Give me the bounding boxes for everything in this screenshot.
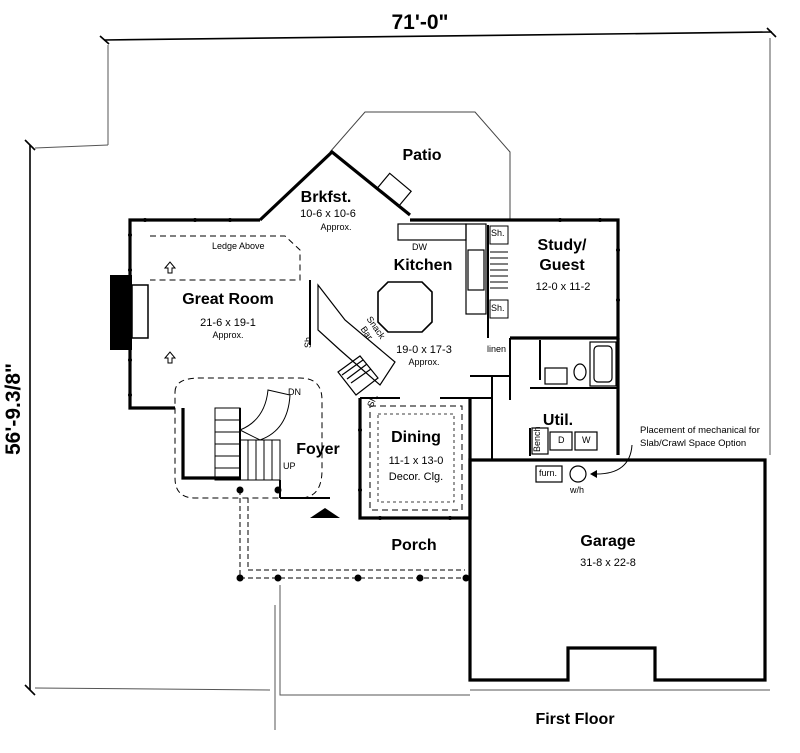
ledge-dashed-lines (150, 235, 301, 281)
great-room-label: Great Room (182, 291, 274, 308)
kitchen-label: Kitchen (393, 257, 453, 274)
dryer-label: D (558, 435, 565, 445)
mechanical-note-line2: Slab/Crawl Space Option (640, 438, 747, 449)
bathroom-fixtures (544, 341, 617, 387)
great-room-size: 21-6 x 19-1 (200, 317, 256, 329)
depth-dimension-line (24, 139, 36, 696)
garage-label: Garage (580, 533, 636, 550)
study-label-line1: Study/ (537, 237, 587, 254)
floor-label: First Floor (535, 711, 615, 728)
furnace-label: furn. (539, 468, 558, 478)
stair-up-label: UP (283, 461, 296, 471)
shelf-label-3: Sh. (303, 334, 313, 348)
porch-outline (239, 490, 470, 579)
kitchen-approx: Approx. (408, 357, 440, 367)
washer-label: W (582, 435, 591, 445)
dining-ceiling: Decor. Clg. (388, 471, 444, 483)
stair-down-label: DN (288, 387, 301, 397)
bench-label: Bench (532, 426, 542, 452)
util-label: Util. (542, 412, 574, 429)
main-stair (214, 389, 291, 481)
brkfst-size: 10-6 x 10-6 (300, 208, 356, 220)
great-room-approx: Approx. (212, 330, 244, 340)
shelf-label-2: Sh. (491, 303, 505, 313)
mechanical-note-line1: Placement of mechanical for (640, 425, 760, 436)
patio-outline (329, 111, 511, 220)
window-markers (128, 218, 620, 520)
kitchen-island (377, 281, 433, 333)
basement-stair (337, 355, 379, 396)
kitchen-size: 19-0 x 17-3 (396, 344, 452, 356)
patio-label: Patio (402, 147, 442, 164)
brkfst-label: Brkfst. (300, 189, 352, 206)
fireplace (110, 275, 149, 350)
linen-label: linen (487, 344, 507, 354)
porch-columns (236, 486, 470, 582)
utility-fixtures (531, 427, 598, 455)
dining-inner-ceiling (377, 413, 455, 503)
study-fixtures (489, 225, 509, 319)
porch-label: Porch (391, 537, 437, 554)
dishwasher-label: DW (412, 242, 427, 252)
water-heater-label: w/h (570, 485, 585, 495)
walkway-lines (279, 585, 770, 696)
ledge-label: Ledge Above (212, 241, 265, 251)
width-dimension-label: 71'-0" (391, 11, 449, 34)
brkfst-approx: Approx. (320, 222, 352, 232)
ledge-arrows (163, 261, 177, 364)
shelf-label-1: Sh. (491, 228, 505, 238)
kitchen-cabinets (317, 172, 487, 386)
foyer-dashed-ceiling (174, 377, 323, 499)
dining-label: Dining (391, 429, 441, 446)
study-label-line2: Guest (539, 257, 585, 274)
site-outline (34, 38, 771, 730)
mechanical-fixtures (535, 444, 633, 483)
garage-size: 31-8 x 22-8 (580, 557, 636, 569)
dining-decor-ceiling (369, 405, 463, 511)
exterior-walls (128, 149, 620, 520)
entry-marker (310, 508, 340, 518)
study-size: 12-0 x 11-2 (535, 281, 591, 293)
dining-size: 11-1 x 13-0 (388, 455, 444, 467)
garage-walls (468, 458, 767, 682)
depth-dimension-label: 56'-9.3/8" (2, 362, 25, 455)
foyer-label: Foyer (296, 441, 340, 458)
width-dimension-line (99, 27, 777, 45)
